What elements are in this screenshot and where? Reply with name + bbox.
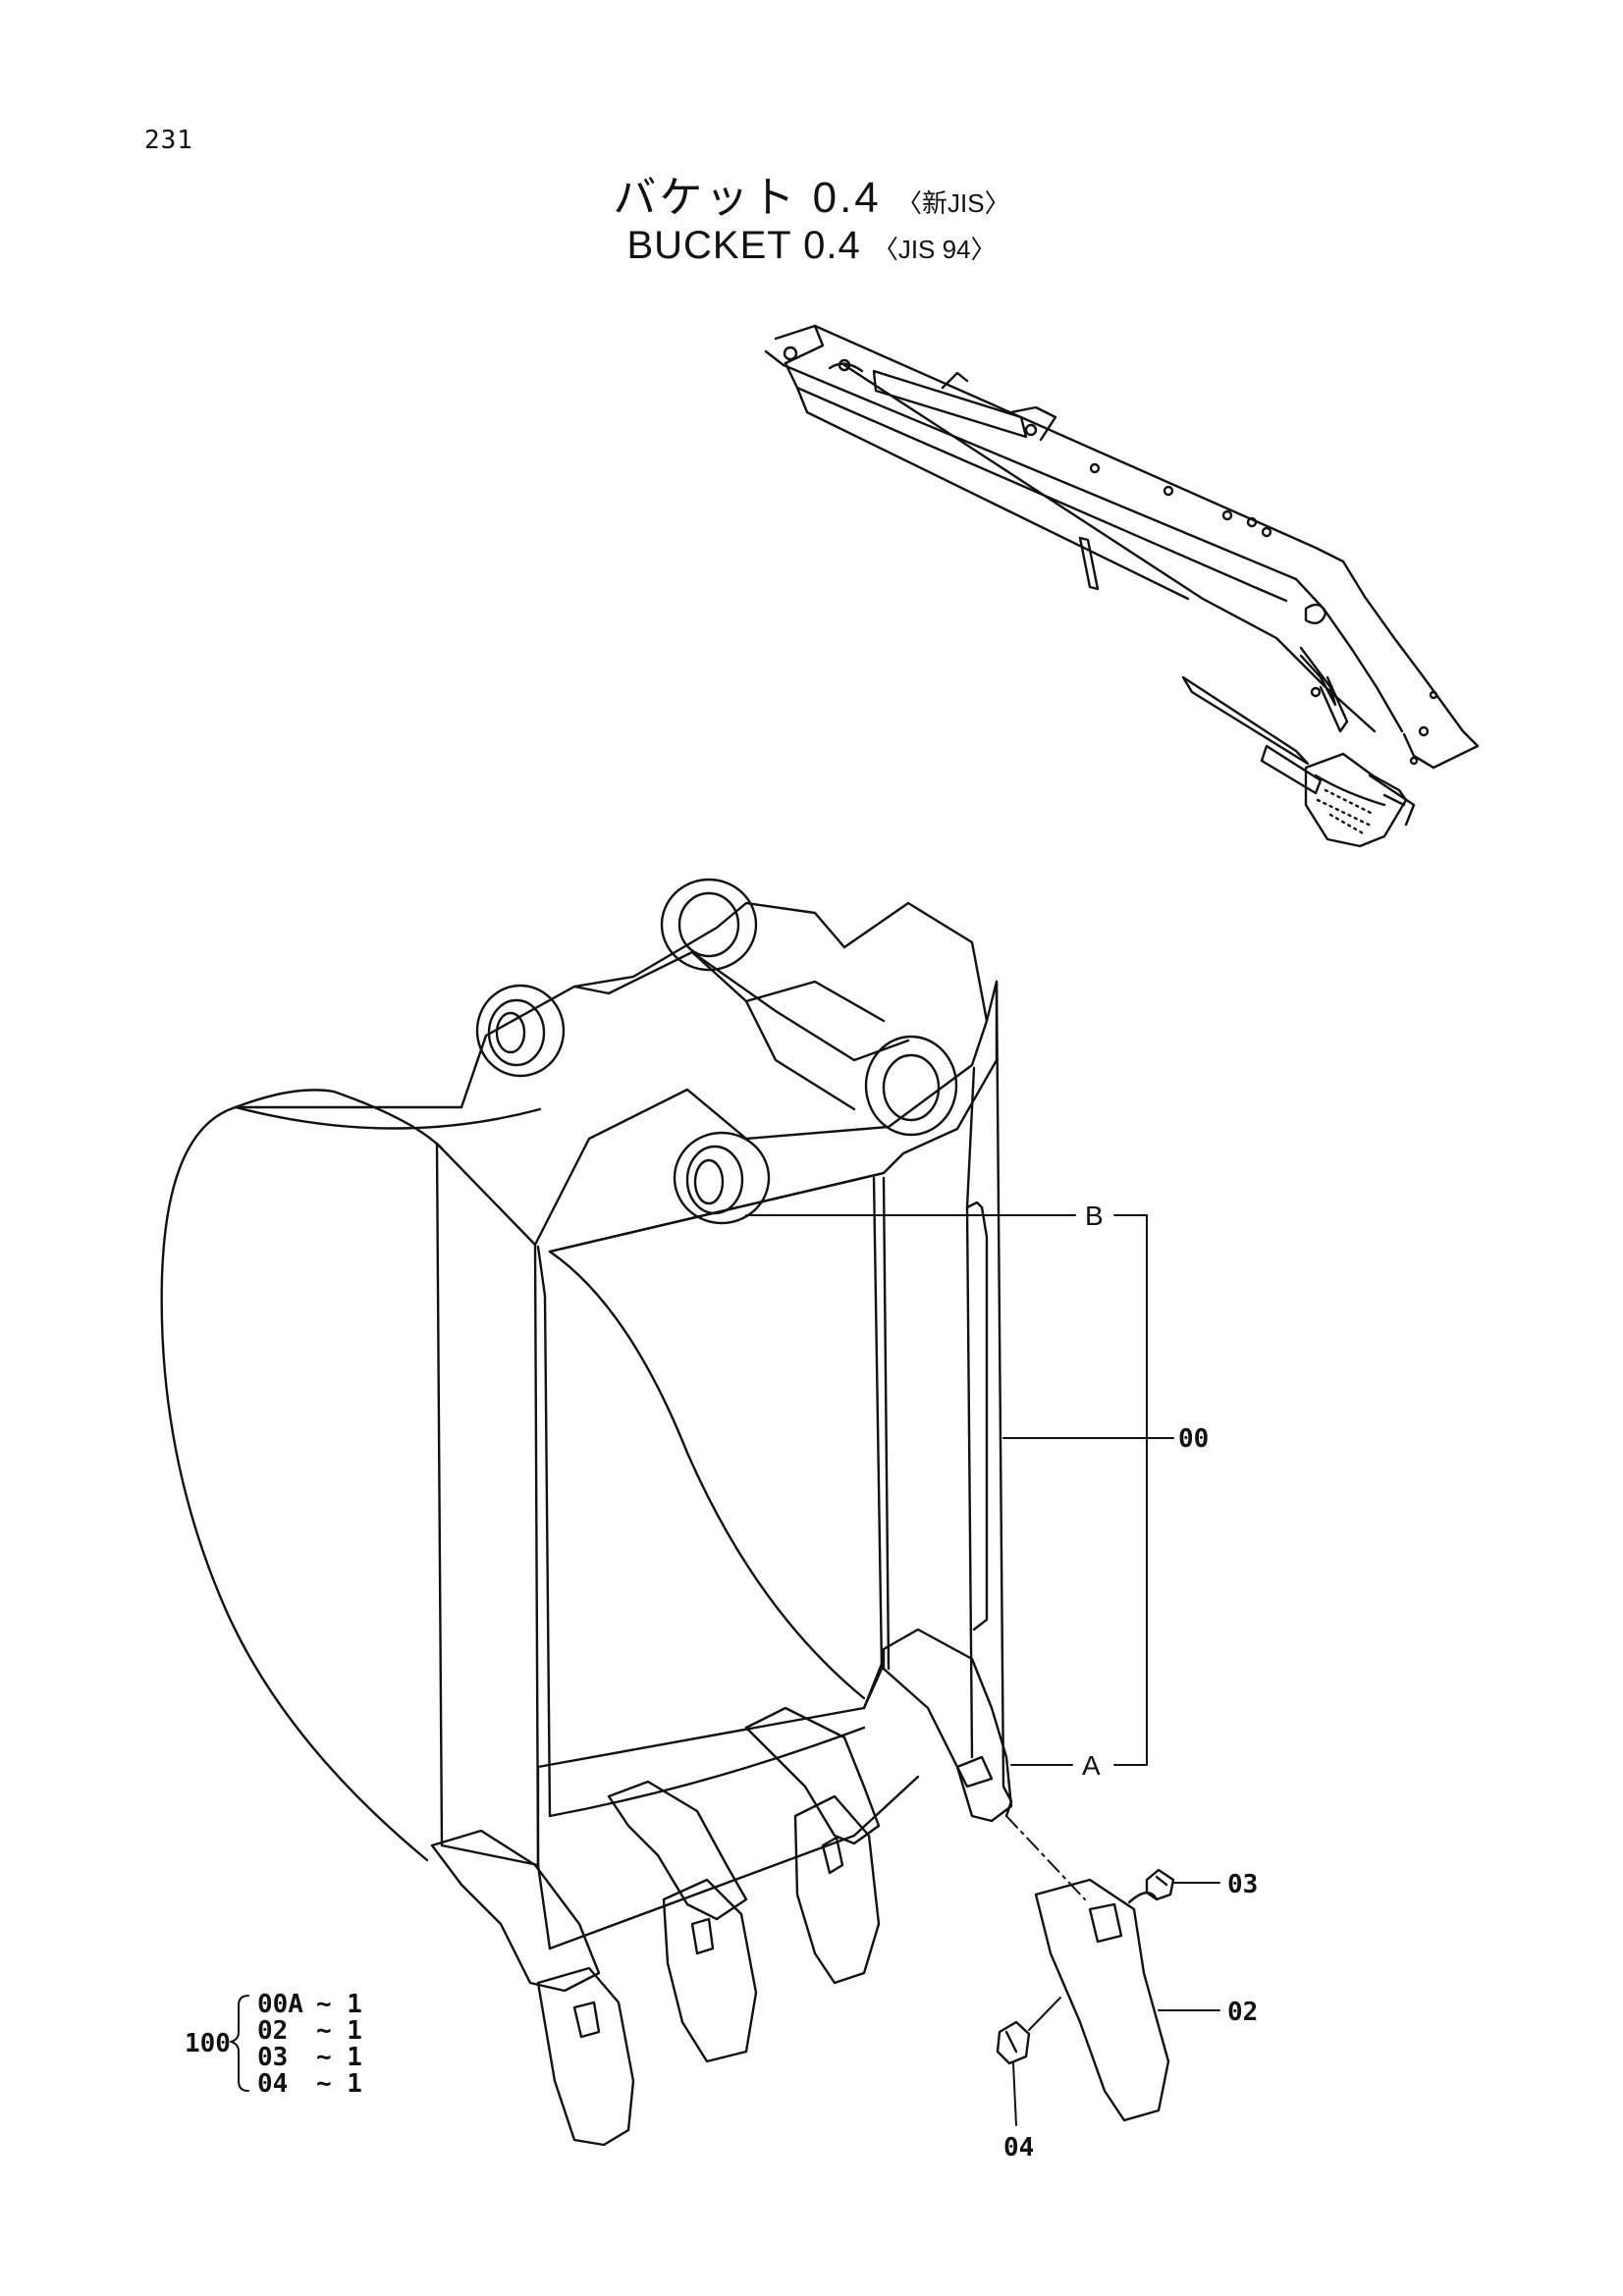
callout-02: 02 (1227, 1998, 1258, 2027)
title-japanese: バケット 0.4 〈新JIS〉 (0, 162, 1623, 225)
bucket-assembly-drawing (160, 878, 1175, 2147)
callout-b: B (1085, 1201, 1104, 1231)
title-english-note: 〈JIS 94〉 (872, 235, 997, 264)
kit-qty-0: ~ 1 (316, 1990, 362, 2019)
leader-lines (745, 1214, 1220, 2126)
kit-part-1: 02 (257, 2016, 288, 2046)
title-japanese-note: 〈新JIS〉 (896, 188, 1010, 218)
kit-qty-1: ~ 1 (316, 2016, 362, 2046)
kit-part-0: 00A (257, 1990, 303, 2019)
callout-a: A (1082, 1750, 1101, 1781)
kit-qty-3: ~ 1 (316, 2069, 362, 2099)
title-english: BUCKET 0.4 〈JIS 94〉 (0, 224, 1623, 268)
callout-00: 00 (1178, 1424, 1209, 1454)
kit-number: 100 (185, 2029, 231, 2058)
title-english-text: BUCKET 0.4 (626, 224, 861, 267)
excavator-arm-inset (764, 324, 1480, 848)
title-japanese-text: バケット 0.4 (613, 174, 882, 222)
kit-brace (230, 1995, 249, 2092)
callout-03: 03 (1227, 1870, 1258, 1899)
kit-part-2: 03 (257, 2043, 288, 2072)
kit-qty-2: ~ 1 (316, 2043, 362, 2072)
page-number: 231 (144, 126, 193, 155)
kit-part-3: 04 (257, 2069, 288, 2099)
callout-04: 04 (1003, 2133, 1034, 2163)
